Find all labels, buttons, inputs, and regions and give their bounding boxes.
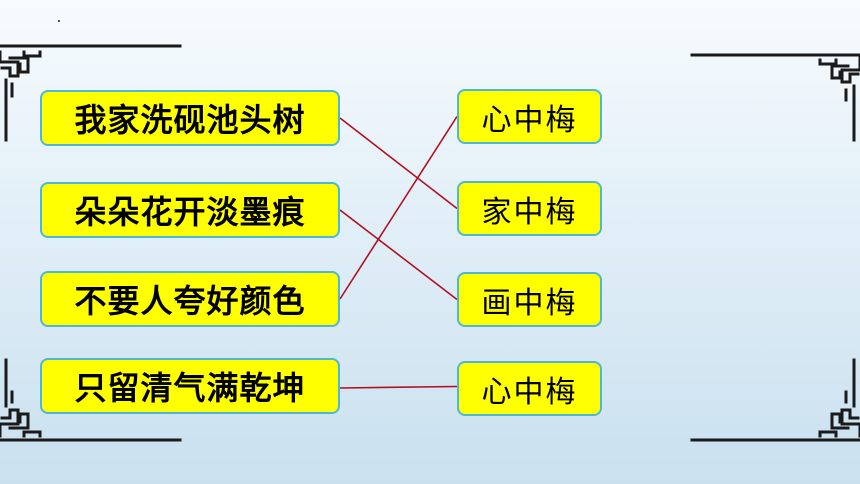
poem-line-box-3[interactable]: 不要人夸好颜色 xyxy=(40,271,340,327)
stray-dot xyxy=(58,20,60,22)
poem-line-text: 不要人夸好颜色 xyxy=(74,282,306,320)
answer-box-3[interactable]: 画中梅 xyxy=(457,272,602,327)
frame-corner-bottom-right xyxy=(690,358,860,442)
frame-corner-top-left xyxy=(0,44,182,142)
answer-text: 心中梅 xyxy=(481,374,578,410)
frame-corner-bottom-left xyxy=(0,358,182,442)
answer-text: 画中梅 xyxy=(481,285,578,321)
answer-box-4[interactable]: 心中梅 xyxy=(457,361,602,416)
poem-line-box-2[interactable]: 朵朵花开淡墨痕 xyxy=(40,182,340,238)
frame-corner-top-right xyxy=(690,53,860,142)
answer-text: 心中梅 xyxy=(481,102,578,138)
poem-line-box-1[interactable]: 我家洗砚池头树 xyxy=(40,90,340,146)
poem-line-text: 我家洗砚池头树 xyxy=(74,101,306,139)
answer-box-1[interactable]: 心中梅 xyxy=(457,89,602,144)
poem-line-box-4[interactable]: 只留清气满乾坤 xyxy=(40,358,340,414)
answer-text: 家中梅 xyxy=(481,194,578,230)
poem-line-text: 只留清气满乾坤 xyxy=(74,369,306,407)
poem-line-text: 朵朵花开淡墨痕 xyxy=(74,193,306,231)
answer-box-2[interactable]: 家中梅 xyxy=(457,181,602,236)
